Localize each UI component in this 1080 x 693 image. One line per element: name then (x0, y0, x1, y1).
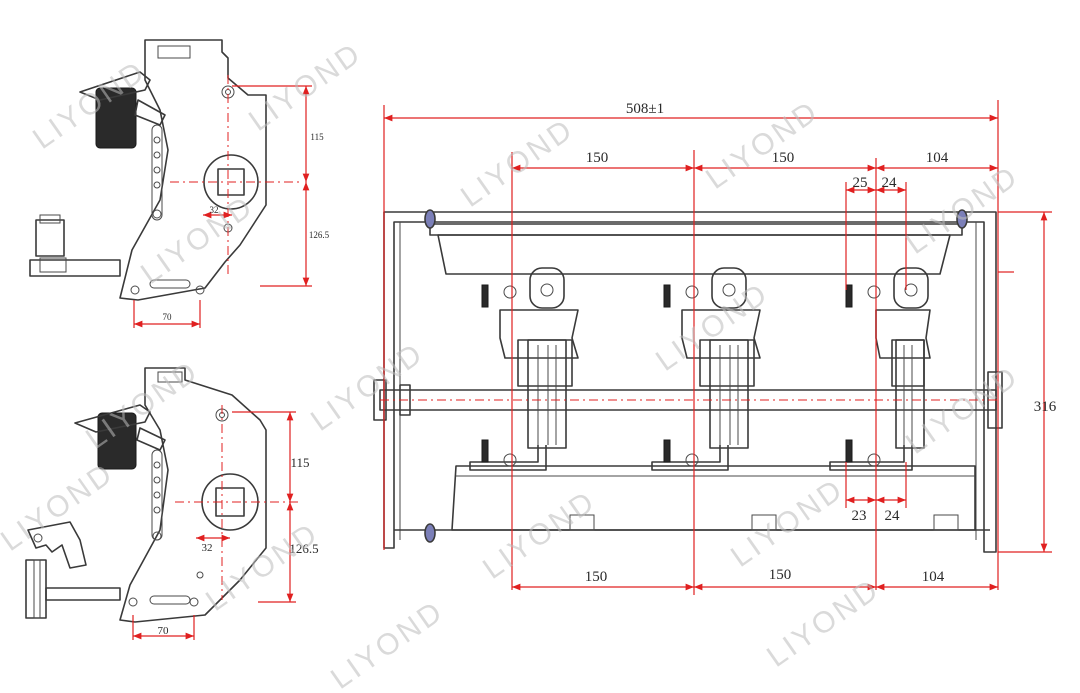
bottom-spacing-2: 150 (769, 567, 792, 583)
watermark: LIYOND (700, 94, 825, 195)
side-top-upper-dim: 115 (310, 132, 324, 142)
overall-width-dim: 508±1 (626, 101, 664, 117)
bottom-spacing-3: 104 (922, 569, 945, 585)
side-top-lower-dim: 126.5 (309, 230, 330, 240)
watermark: LIYOND (900, 159, 1025, 260)
top-spacing-2: 150 (772, 150, 795, 166)
side-bottom-lower-dim: 126.5 (289, 541, 318, 556)
top-spacing-3: 104 (926, 150, 949, 166)
side-top-base-dim: 70 (163, 312, 173, 322)
watermark: LIYOND (135, 189, 260, 290)
bottom-contact-2: 24 (885, 508, 901, 524)
watermark: LIYOND (305, 336, 430, 437)
top-contact-2: 24 (882, 175, 898, 191)
pole-1 (469, 267, 579, 471)
side-view-top: 115 126.5 32 70 (29, 39, 330, 328)
front-view: 508±1 150 150 104 25 24 23 24 150 150 10… (373, 100, 1057, 595)
top-contact-1: 25 (853, 175, 868, 191)
side-bottom-upper-dim: 115 (290, 455, 309, 470)
watermark: LIYOND (477, 484, 602, 585)
pole-2 (651, 267, 761, 471)
watermark: LIYOND (0, 456, 120, 557)
pole-3 (829, 267, 931, 471)
bottom-contact-1: 23 (852, 508, 867, 524)
side-view-bottom: 115 126.5 32 70 (25, 367, 319, 640)
watermark-layer: LIYOND LIYOND LIYOND LIYOND LIYOND LIYON… (0, 36, 1025, 693)
side-top-offset-dim: 32 (210, 205, 219, 215)
bottom-spacing-1: 150 (585, 569, 608, 585)
watermark: LIYOND (725, 472, 850, 573)
watermark: LIYOND (80, 354, 205, 455)
watermark: LIYOND (325, 594, 450, 693)
side-bottom-base-dim: 70 (158, 625, 170, 637)
side-bottom-offset-dim: 32 (202, 542, 213, 554)
top-spacing-1: 150 (586, 150, 609, 166)
overall-height-dim: 316 (1034, 399, 1057, 415)
watermark: LIYOND (455, 112, 580, 213)
